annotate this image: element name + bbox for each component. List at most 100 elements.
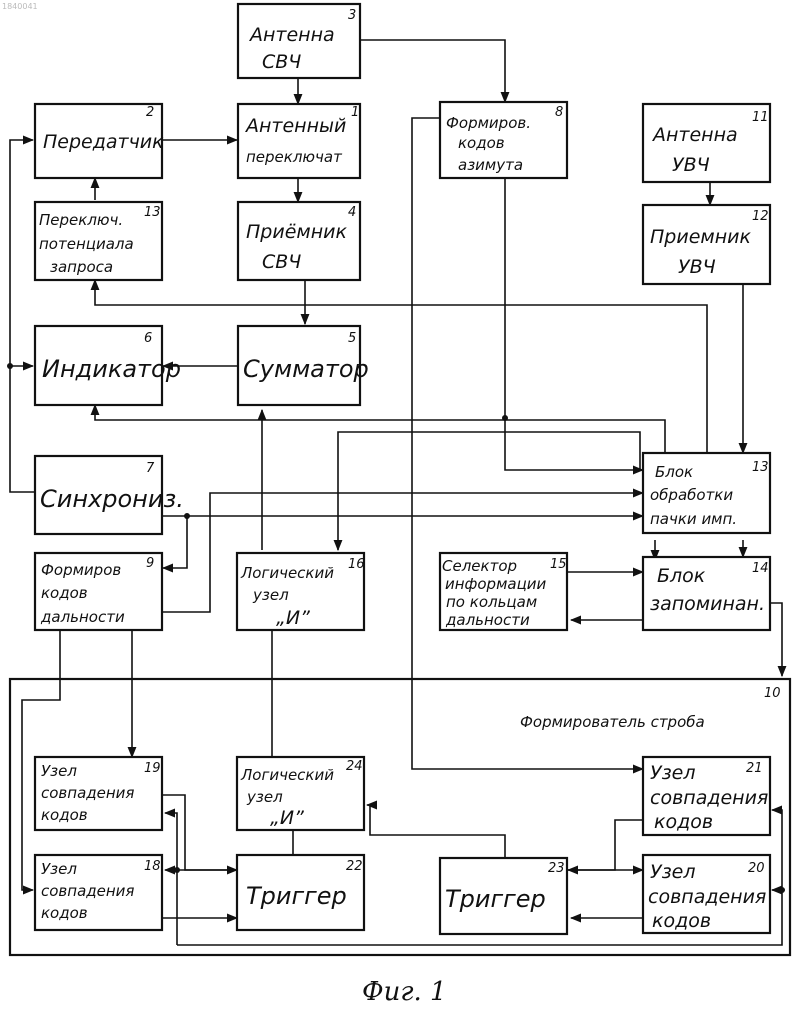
block-line: Приёмник [246,221,347,243]
block-line: УВЧ [678,256,716,278]
block-number: 22 [346,859,363,874]
block-14-memory: 14 Блок запоминан. [643,557,770,630]
block-line: Индикатор [42,355,181,383]
block-line: „И” [270,807,304,829]
block-number: 1 [351,105,359,120]
block-line: совпадения [41,882,134,900]
block-line: СВЧ [262,251,301,273]
block-line: Узел [41,762,77,780]
block-18-code-match: 18 Узел совпадения кодов [35,855,162,930]
block-number: 12 [752,209,769,224]
block-line: УВЧ [672,154,710,176]
block-line: пачки имп. [650,510,737,528]
wire-fb-19 [165,813,177,945]
block-20-code-match: 20 Узел совпадения кодов [643,855,770,933]
block-11-antenna-uvch: 11 Антенна УВЧ [643,104,770,182]
block-number: 11 [752,110,769,125]
block-line: по кольцам [446,593,537,611]
block-line: Блок [655,463,693,481]
wire-23-24 [367,805,505,858]
block-9-range-coder: 9 Формиров кодов дальности [35,553,162,630]
block-line: узел [246,788,283,806]
block-line: узел [252,586,289,604]
block-line: обработки [650,486,733,504]
block-number: 18 [144,859,161,874]
block-number: 23 [548,861,565,876]
block-number: 24 [346,759,363,774]
block-1-antenna-switch: 1 Антенный переключат [238,104,360,178]
block-number: 6 [144,331,152,346]
block-number: 3 [348,8,356,23]
block-number: 13 [144,205,161,220]
block-line: Блок [657,565,706,587]
block-line: Узел [650,762,696,784]
block-13-pulse-processing: 13 Блок обработки пачки имп. [643,453,770,533]
block-line: Передатчик [43,131,164,153]
block-line: Селектор [442,557,517,575]
block-line: запоминан. [650,593,765,615]
block-16-logic-and: 16 Логический узел „И” [237,553,365,630]
wire-9-13 [163,493,643,612]
block-number: 16 [348,557,365,572]
block-line: Узел [650,861,696,883]
block-line: азимута [458,156,523,174]
block-19-code-match: 19 Узел совпадения кодов [35,757,162,830]
block-line: информации [445,575,547,593]
block-number: 19 [144,761,161,776]
block-line: переключат [246,148,343,166]
block-line: запроса [50,258,113,276]
wire-proc-6 [95,405,665,453]
block-number: 21 [746,761,763,776]
block-line: „И” [276,607,310,629]
figure-caption: Фиг. 1 [362,977,447,1007]
block-number: 2 [146,105,154,120]
block-4-receiver-svch: 4 Приёмник СВЧ [238,202,360,280]
block-line: дальности [40,608,125,626]
block-line: кодов [654,811,713,833]
block-number: 15 [550,557,567,572]
block-number: 4 [348,205,356,220]
block-line: Логический [240,564,334,582]
block-line: Сумматор [243,355,369,383]
block-line: СВЧ [262,51,301,73]
block-line: совпадения [650,787,768,809]
block-line: Формиров [41,561,121,579]
block-line: Антенна [651,124,738,146]
block-2-transmitter: 2 Передатчик [35,104,164,178]
wire-7-2 [10,140,35,492]
block-label: Формирователь строба [520,713,705,731]
block-line: Антенна [248,24,335,46]
block-number: 5 [348,331,356,346]
block-number: 14 [752,561,769,576]
wire-3-8 [360,40,505,102]
blocks: 3 Антенна СВЧ 2 Передатчик 1 Антенный пе… [35,4,770,934]
block-number: 7 [146,461,155,476]
block-8-azimuth-coder: 8 Формиров. кодов азимута [440,102,567,178]
block-line: кодов [41,806,88,824]
block-12-receiver-uvch: 12 Приемник УВЧ [643,205,770,284]
block-3-antenna-svch: 3 Антенна СВЧ [238,4,360,78]
block-line: Синхрониз. [40,485,184,513]
block-number: 10 [764,686,781,701]
block-22-trigger: 22 Триггер [237,855,364,930]
block-number: 9 [146,556,154,571]
block-line: кодов [41,904,88,922]
wire-14-10 [770,603,782,676]
block-line: совпадения [41,784,134,802]
block-line: кодов [41,584,88,602]
block-13-request-switch: 13 Переключ. потенциала запроса [35,202,162,280]
wire-proc-16 [338,432,645,550]
block-21-code-match: 21 Узел совпадения кодов [643,757,770,835]
block-23-trigger: 23 Триггер [440,858,567,934]
block-line: потенциала [39,235,134,253]
wire-7-9 [163,516,187,568]
corner-mark: 1840041 [2,2,38,11]
wire-21-23 [568,820,643,870]
block-line: Логический [240,766,334,784]
block-6-indicator: 6 Индикатор [35,326,181,405]
block-line: Антенный [244,115,346,137]
block-line: Формиров. [446,114,531,132]
block-15-range-ring-selector: 15 Селектор информации по кольцам дально… [440,553,567,630]
block-line: кодов [458,134,505,152]
